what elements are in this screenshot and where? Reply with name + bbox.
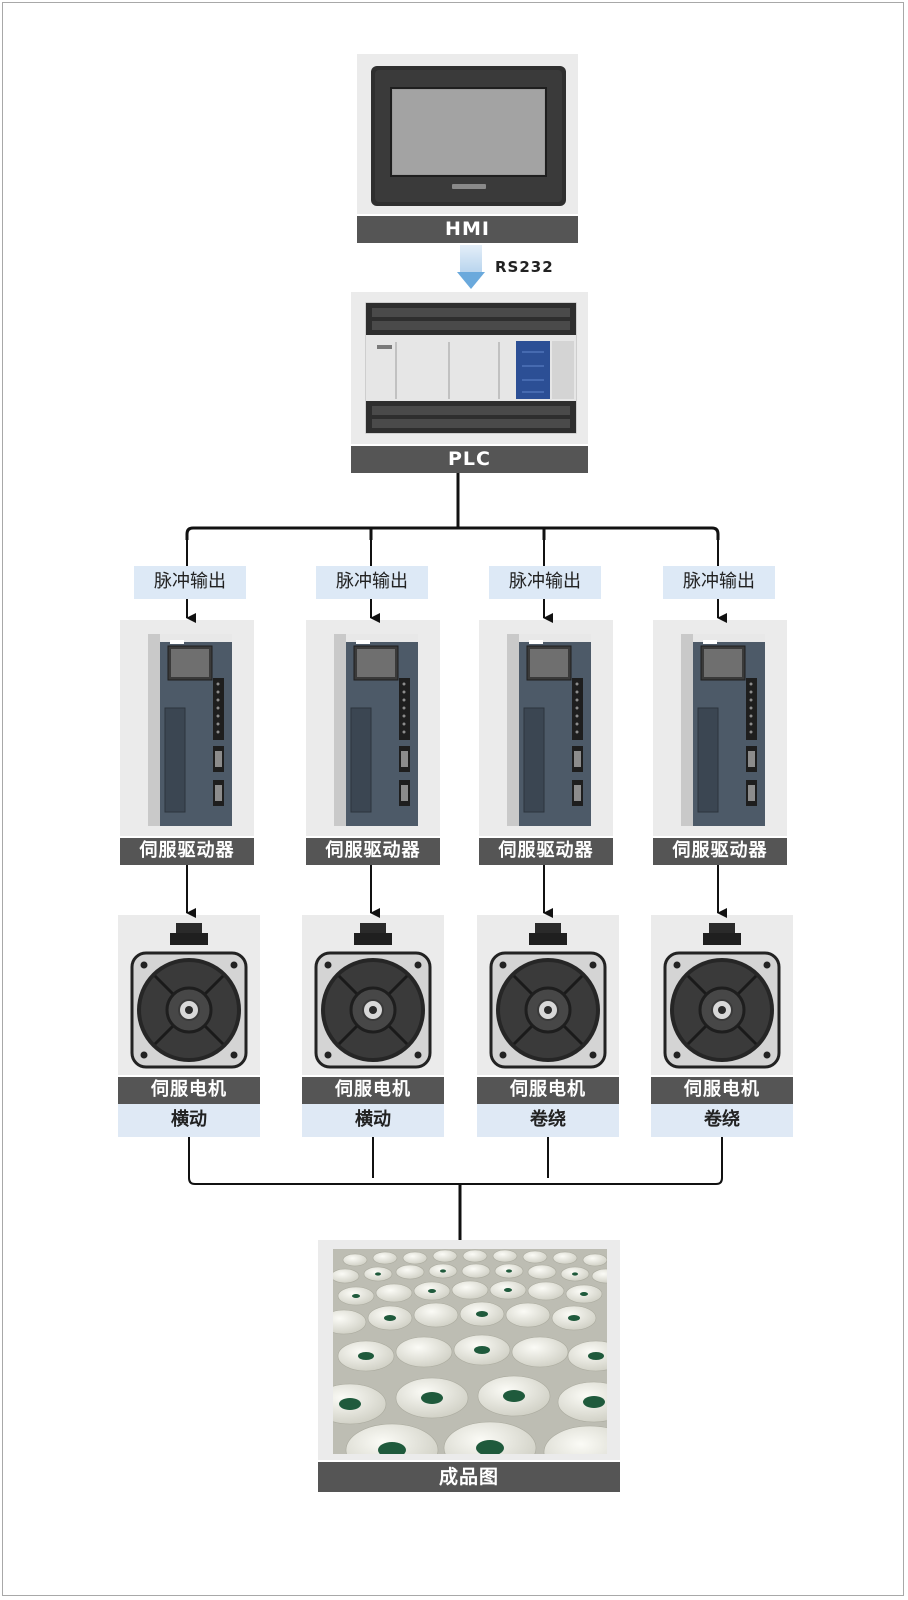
- function-label-1: 横动: [118, 1104, 260, 1137]
- servo-driver-caption-4: 伺服驱动器: [653, 838, 787, 865]
- hmi-device: [371, 66, 566, 206]
- servo-motor-caption-1: 伺服电机: [118, 1077, 260, 1104]
- plc-bus-lines: [185, 473, 720, 540]
- pulse-output-label-2: 脉冲输出: [316, 566, 428, 599]
- servo-motor-caption-2: 伺服电机: [302, 1077, 444, 1104]
- product-caption: 成品图: [318, 1462, 620, 1492]
- servo-motor-device-4: [663, 923, 781, 1069]
- plc-brand-logo: [377, 345, 392, 349]
- servo-driver-caption-3: 伺服驱动器: [479, 838, 613, 865]
- rs232-label: RS232: [495, 258, 554, 276]
- servo-motor-device-2: [314, 923, 432, 1069]
- servo-driver-device-1: [148, 634, 232, 826]
- product-photo: [333, 1249, 607, 1454]
- function-label-4: 卷绕: [651, 1104, 793, 1137]
- plc-caption: PLC: [351, 446, 588, 473]
- servo-driver-caption-1: 伺服驱动器: [120, 838, 254, 865]
- function-label-2: 横动: [302, 1104, 444, 1137]
- servo-driver-device-3: [507, 634, 591, 826]
- servo-motor-device-3: [489, 923, 607, 1069]
- servo-driver-device-2: [334, 634, 418, 826]
- rs232-arrow: [457, 245, 485, 289]
- hmi-caption: HMI: [357, 216, 578, 243]
- pulse-output-label-1: 脉冲输出: [134, 566, 246, 599]
- servo-motor-caption-3: 伺服电机: [477, 1077, 619, 1104]
- plc-device: [365, 302, 577, 434]
- output-merge-lines: [188, 1137, 723, 1240]
- servo-driver-caption-2: 伺服驱动器: [306, 838, 440, 865]
- pulse-output-label-3: 脉冲输出: [489, 566, 601, 599]
- hmi-brand-logo: [452, 184, 486, 189]
- servo-motor-device-1: [130, 923, 248, 1069]
- function-label-3: 卷绕: [477, 1104, 619, 1137]
- pulse-output-label-4: 脉冲输出: [663, 566, 775, 599]
- servo-driver-device-4: [681, 634, 765, 826]
- servo-motor-caption-4: 伺服电机: [651, 1077, 793, 1104]
